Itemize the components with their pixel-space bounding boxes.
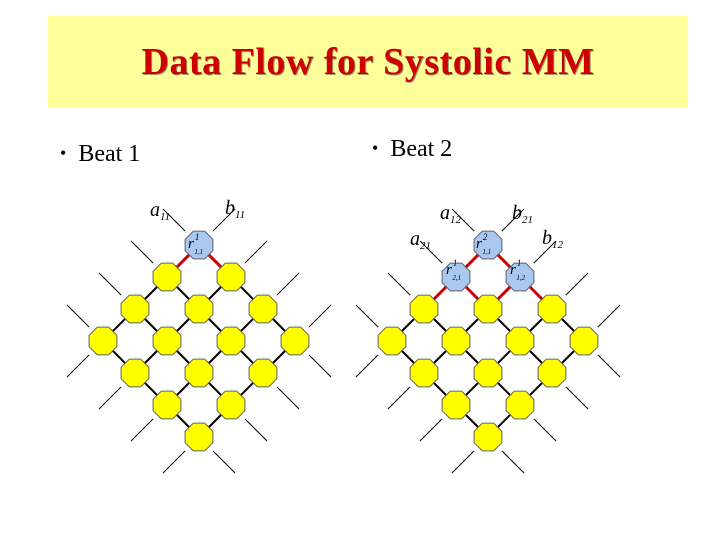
processing-element xyxy=(537,294,567,324)
io-line xyxy=(66,354,90,378)
bullet-dot: • xyxy=(372,138,379,158)
processing-element xyxy=(569,326,599,356)
processing-element xyxy=(409,294,439,324)
processing-element xyxy=(505,326,535,356)
io-line xyxy=(419,240,443,264)
processing-element xyxy=(280,326,310,356)
processing-element xyxy=(152,326,182,356)
processing-element xyxy=(473,422,503,452)
io-line xyxy=(597,304,621,328)
io-line xyxy=(565,272,589,296)
io-line xyxy=(130,240,154,264)
io-line xyxy=(162,450,186,474)
processing-element xyxy=(216,390,246,420)
io-line xyxy=(244,418,268,442)
processing-element xyxy=(248,358,278,388)
processing-element xyxy=(184,358,214,388)
processing-element xyxy=(441,390,471,420)
processing-element xyxy=(409,358,439,388)
io-line xyxy=(533,418,557,442)
io-line xyxy=(501,450,525,474)
processing-element xyxy=(152,262,182,292)
active-processing-element xyxy=(473,230,503,260)
processing-element xyxy=(473,294,503,324)
io-line xyxy=(98,272,122,296)
io-line xyxy=(308,354,332,378)
processing-element xyxy=(120,294,150,324)
active-processing-element xyxy=(184,230,214,260)
beat-2-array xyxy=(355,208,621,474)
io-line xyxy=(565,386,589,410)
bullet-label: Beat 2 xyxy=(390,136,453,162)
io-line xyxy=(66,304,90,328)
input-label-a11: a11 xyxy=(150,199,170,223)
active-processing-element xyxy=(505,262,535,292)
bullet-dot: • xyxy=(60,143,67,163)
io-line xyxy=(130,418,154,442)
io-line xyxy=(98,386,122,410)
processing-element xyxy=(216,262,246,292)
processing-element xyxy=(537,358,567,388)
processing-element xyxy=(88,326,118,356)
processing-element xyxy=(184,422,214,452)
io-line xyxy=(387,386,411,410)
input-label-b12: b12 xyxy=(542,227,564,251)
processing-element xyxy=(248,294,278,324)
processing-element xyxy=(473,358,503,388)
io-line xyxy=(162,208,186,232)
title-band: Data Flow for Systolic MM xyxy=(48,16,688,108)
bullet-label: Beat 1 xyxy=(78,141,141,167)
io-line xyxy=(276,386,300,410)
processing-element xyxy=(377,326,407,356)
io-line xyxy=(355,354,379,378)
bullet-beat-1: • Beat 1 xyxy=(60,141,140,168)
slide-title: Data Flow for Systolic MM xyxy=(141,41,595,83)
input-label-a21: a21 xyxy=(410,228,431,252)
io-line xyxy=(244,240,268,264)
io-line xyxy=(451,208,475,232)
input-label-b11: b11 xyxy=(225,197,245,221)
input-label-b21: b21 xyxy=(512,202,533,226)
processing-element xyxy=(152,390,182,420)
io-line xyxy=(387,272,411,296)
io-line xyxy=(419,418,443,442)
processing-element xyxy=(120,358,150,388)
io-line xyxy=(212,450,236,474)
processing-element xyxy=(505,390,535,420)
io-line xyxy=(212,208,236,232)
io-line xyxy=(308,304,332,328)
io-line xyxy=(597,354,621,378)
processing-element xyxy=(441,326,471,356)
bullet-beat-2: • Beat 2 xyxy=(372,136,452,163)
io-line xyxy=(451,450,475,474)
io-line xyxy=(355,304,379,328)
io-line xyxy=(533,240,557,264)
processing-element xyxy=(216,326,246,356)
beat-1-array xyxy=(66,208,332,474)
active-processing-element xyxy=(441,262,471,292)
io-line xyxy=(501,208,525,232)
io-line xyxy=(276,272,300,296)
processing-element xyxy=(184,294,214,324)
input-label-a12: a12 xyxy=(440,202,462,226)
